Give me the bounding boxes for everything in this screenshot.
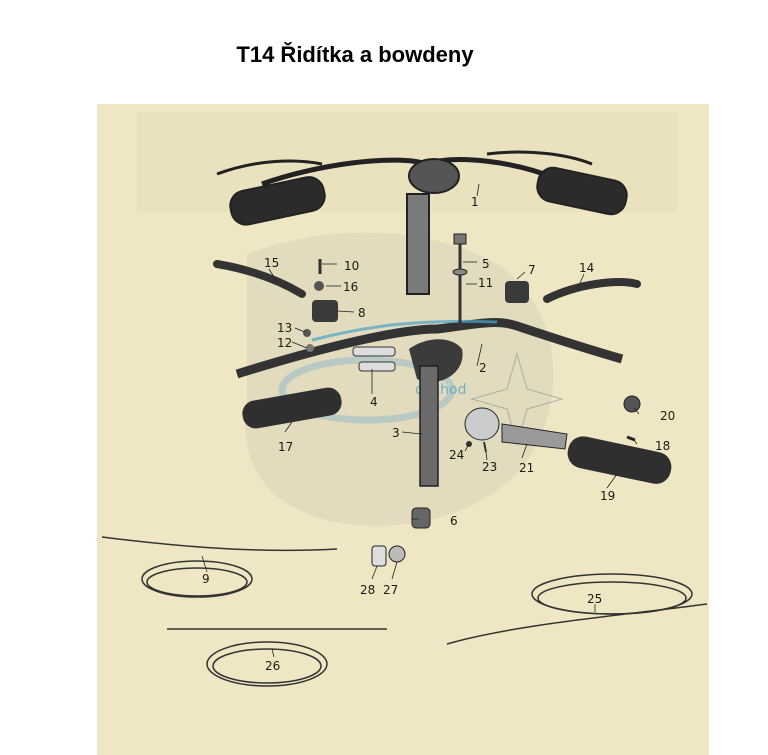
part-label-8: 8 [358,306,366,320]
part-label-5: 5 [482,257,490,271]
right-lever-bracket-drawing [505,281,529,303]
part-label-17: 17 [278,440,293,454]
stem-bolt-drawing [452,233,468,329]
part-label-23: 23 [482,460,497,474]
parts-diagram: obchod [101,112,708,687]
part-label-6: 6 [450,514,458,528]
right-lever-drawing [543,278,641,303]
part-label-19: 19 [600,489,615,503]
left-grip-drawing [242,387,342,429]
page-title: T14 Řidítka a bowdeny [236,42,474,67]
pin-drawing [483,441,487,453]
part-label-25: 25 [587,592,602,606]
stem-drawing [409,339,463,487]
throttle-housing-drawing [464,407,500,441]
end-cap-drawing [623,395,641,413]
left-lever-drawing [213,260,306,298]
part-label-26: 26 [265,659,280,673]
part-label-11: 11 [478,276,493,290]
brake-cable-drawing [446,573,708,645]
cable-adjuster-nut-drawing [388,545,406,563]
handlebar-assembly-drawing [216,150,628,295]
part-label-12: 12 [277,336,292,350]
part-label-20: 20 [660,409,675,423]
watermark-ring [278,356,456,424]
clutch-cable-drawing [101,536,338,598]
part-labels: 1 2 3 4 5 6 7 8 9 10 11 12 13 14 15 16 1… [202,195,675,673]
part-label-10: 10 [344,259,359,273]
part-label-7: 7 [528,263,536,277]
part-label-3: 3 [392,426,400,440]
part-label-24: 24 [449,448,464,462]
small-screw-drawing [306,344,314,352]
leader-lines [201,183,640,658]
part-label-14: 14 [579,261,594,275]
part-label-9: 9 [202,572,210,586]
parts-diagram-sheet: obchod [97,104,709,755]
part-label-18: 18 [655,439,670,453]
part-label-1: 1 [471,195,479,209]
part-label-28: 28 [360,583,375,597]
throttle-screw-drawing [626,435,636,442]
left-lever-bracket-drawing [312,300,338,322]
cable-adjuster-drawing [371,545,387,567]
speedometer-cable-drawing [167,628,387,687]
stem-wedge-nut-drawing [411,507,431,529]
part-label-4: 4 [370,395,378,409]
throttle-sleeve-drawing [501,423,568,450]
part-label-13: 13 [277,321,292,335]
part-label-15: 15 [264,256,279,270]
spacer-drawing [314,281,324,291]
part-label-2: 2 [479,361,487,375]
part-label-21: 21 [519,461,534,475]
handlebar-tube-drawing [235,318,624,379]
clamp-insert-drawing [352,346,396,372]
part-label-16: 16 [343,280,358,294]
part-label-27: 27 [383,583,398,597]
nut-drawing [303,329,311,337]
right-grip-drawing [567,436,672,484]
